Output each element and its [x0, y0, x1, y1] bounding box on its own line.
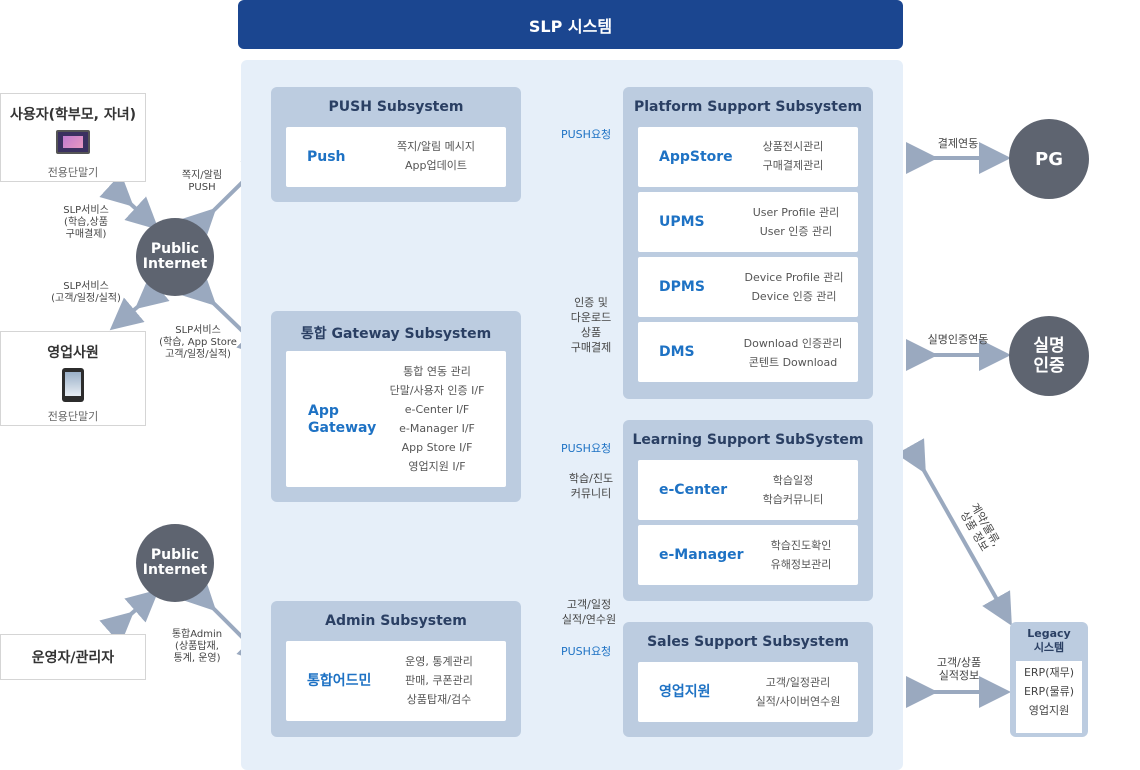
upms-card-name: UPMS — [659, 214, 705, 230]
admin-title: 운영자/관리자 — [31, 650, 115, 666]
user-title: 사용자(학부모, 자녀) — [9, 107, 137, 123]
dpms-card: DPMS Device Profile 관리 Device 인증 관리 — [638, 257, 858, 317]
label-slp-2: SLP서비스 (고객/일정/실적) — [51, 281, 121, 304]
gateway-card-lines: 통합 연동 관리 단말/사용자 인증 I/F e-Center I/F e-Ma… — [389, 365, 485, 473]
label-admin: 통합Admin (상품탑재, 통계, 운영) — [171, 629, 223, 664]
label-push-request-1: PUSH요청 — [561, 128, 612, 141]
legacy-item-sales: 영업지원 — [1028, 704, 1070, 717]
label-sales: 고객/일정 실적/연수원 — [561, 598, 617, 626]
upms-card: UPMS User Profile 관리 User 인증 관리 — [638, 192, 858, 252]
legacy-item-erp-logistics: ERP(물류) — [1023, 685, 1075, 698]
label-slp-3: SLP서비스 (학습, App Store 고객/일정/실적) — [159, 325, 237, 360]
dms-card-name: DMS — [659, 344, 695, 360]
label-learning: 학습/진도 커뮤니티 — [568, 472, 614, 500]
gateway-card: App Gateway 통합 연동 관리 단말/사용자 인증 I/F e-Cen… — [286, 351, 506, 487]
label-auth-download: 인증 및 다운로드 상품 구매결제 — [570, 296, 612, 354]
admin-card-name: 통합어드민 — [307, 673, 372, 689]
gateway-subsystem: 통합 Gateway Subsystem App Gateway 통합 연동 관… — [271, 311, 521, 502]
upms-card-lines: User Profile 관리 User 인증 관리 — [752, 206, 840, 238]
gateway-card-name: App Gateway — [308, 403, 377, 436]
label-push-request-2: PUSH요청 — [561, 442, 612, 455]
ecenter-card: e-Center 학습일정 학습커뮤니티 — [638, 460, 858, 520]
push-card: Push 쪽지/알림 메시지 App업데이트 — [286, 127, 506, 187]
arrow-admin-internet — [99, 589, 160, 645]
dms-card: DMS Download 인증관리 콘텐트 Download — [638, 322, 858, 382]
ecenter-card-lines: 학습일정 학습커뮤니티 — [762, 474, 824, 506]
platform-subsystem: Platform Support Subsystem AppStore 상품전시… — [623, 87, 873, 399]
label-pg: 결제연동 — [937, 137, 979, 150]
ecenter-card-name: e-Center — [659, 482, 728, 498]
legacy-title: Legacy 시스템 — [1027, 627, 1071, 654]
push-subsystem-title: PUSH Subsystem — [328, 99, 464, 115]
label-slp-1: SLP서비스 (학습,상품 구매결제) — [63, 205, 109, 240]
arrow-user-internet — [99, 173, 159, 230]
dms-card-lines: Download 인증관리 콘텐트 Download — [743, 337, 843, 369]
learning-subsystem: Learning Support SubSystem e-Center 학습일정… — [623, 420, 873, 601]
gateway-subsystem-title: 통합 Gateway Subsystem — [300, 326, 492, 342]
admin-box: 운영자/관리자 — [0, 634, 146, 680]
sales-device: 전용단말기 — [47, 410, 99, 423]
admin-card: 통합어드민 운영, 통계관리 판매, 쿠폰관리 상품탑재/검수 — [286, 641, 506, 721]
label-legacy-info: 고객/상품 실적정보 — [936, 656, 982, 682]
push-subsystem: PUSH Subsystem Push 쪽지/알림 메시지 App업데이트 — [271, 87, 521, 202]
emanager-card-lines: 학습진도확인 유해정보관리 — [770, 539, 832, 571]
public-internet-circle-2: Public Internet — [136, 524, 214, 602]
page-title: SLP 시스템 — [238, 0, 903, 49]
sales-support-card-name: 영업지원 — [659, 684, 711, 700]
emanager-card-name: e-Manager — [659, 547, 744, 563]
label-push: 쪽지/알림 PUSH — [181, 170, 223, 193]
tablet-icon — [56, 130, 90, 154]
dpms-card-lines: Device Profile 관리 Device 인증 관리 — [744, 271, 844, 303]
push-card-lines: 쪽지/알림 메시지 App업데이트 — [396, 140, 476, 172]
sales-box: 영업사원 전용단말기 — [0, 331, 146, 426]
label-push-request-3: PUSH요청 — [561, 645, 612, 658]
sales-title: 영업사원 — [47, 345, 99, 361]
appstore-card: AppStore 상품전시관리 구매결제관리 — [638, 127, 858, 187]
sales-support-card: 영업지원 고객/일정관리 실적/사이버연수원 — [638, 662, 858, 722]
appstore-card-lines: 상품전시관리 구매결제관리 — [762, 140, 824, 172]
pg-circle: PG — [1009, 119, 1089, 199]
dpms-card-name: DPMS — [659, 279, 705, 295]
phone-icon — [62, 368, 84, 402]
user-box: 사용자(학부모, 자녀) 전용단말기 — [0, 93, 146, 182]
emanager-card: e-Manager 학습진도확인 유해정보관리 — [638, 525, 858, 585]
user-device: 전용단말기 — [47, 166, 99, 179]
push-card-name: Push — [307, 149, 346, 165]
admin-subsystem-title: Admin Subsystem — [325, 613, 467, 629]
admin-card-lines: 운영, 통계관리 판매, 쿠폰관리 상품탑재/검수 — [405, 655, 473, 706]
learning-subsystem-title: Learning Support SubSystem — [632, 432, 864, 448]
realname-circle: 실명 인증 — [1009, 316, 1089, 396]
label-realname: 실명인증연동 — [927, 333, 989, 346]
admin-subsystem: Admin Subsystem 통합어드민 운영, 통계관리 판매, 쿠폰관리 … — [271, 601, 521, 737]
sales-support-card-lines: 고객/일정관리 실적/사이버연수원 — [755, 676, 841, 708]
arrow-internet-sales — [109, 276, 170, 331]
sales-subsystem-title: Sales Support Subsystem — [647, 634, 849, 650]
arrow-legacy-diag — [896, 438, 1012, 626]
platform-subsystem-title: Platform Support Subsystem — [633, 99, 863, 115]
appstore-card-name: AppStore — [659, 149, 733, 165]
public-internet-circle-1: Public Internet — [136, 218, 214, 296]
legacy-item-erp-finance: ERP(재무) — [1023, 666, 1075, 679]
legacy-system: Legacy 시스템 ERP(재무) ERP(물류) 영업지원 — [1010, 622, 1088, 737]
legacy-card: ERP(재무) ERP(물류) 영업지원 — [1016, 661, 1082, 733]
sales-subsystem: Sales Support Subsystem 영업지원 고객/일정관리 실적/… — [623, 622, 873, 737]
